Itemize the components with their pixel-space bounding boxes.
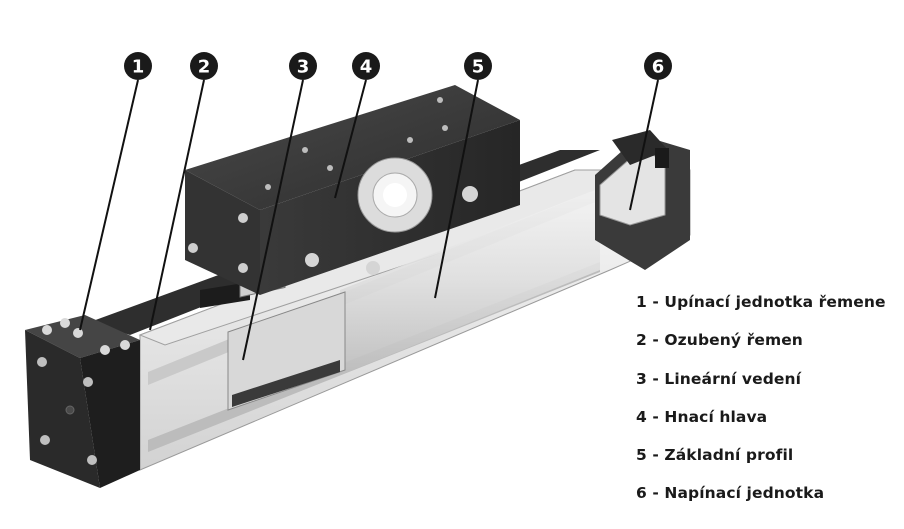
callout-6: 6: [644, 52, 672, 80]
legend-item-4: 4 - Hnací hlava: [636, 407, 768, 426]
leader-line-5: [434, 79, 479, 299]
leader-line-4: [334, 79, 367, 199]
drive-head: [185, 85, 520, 295]
callout-5: 5: [464, 52, 492, 80]
base-profile: [138, 169, 691, 471]
callout-3-number: 3: [297, 57, 310, 78]
callout-4: 4: [352, 52, 380, 80]
leader-lines: [79, 79, 659, 361]
legend-item-2: 2 - Ozubený řemen: [636, 331, 803, 350]
callout-1: 1: [124, 52, 152, 80]
callout-6-number: 6: [652, 57, 665, 78]
callout-3: 3: [289, 52, 317, 80]
legend-item-3: 3 - Lineární vedení: [636, 369, 802, 388]
callout-1-number: 1: [132, 57, 145, 78]
callout-2: 2: [190, 52, 218, 80]
parts-legend: 1 - Upínací jednotka řemene 2 - Ozubený …: [636, 288, 896, 518]
leader-line-3: [242, 79, 304, 361]
callout-5-number: 5: [472, 57, 485, 78]
legend-item-1: 1 - Upínací jednotka řemene: [636, 293, 886, 311]
legend-item-5: 5 - Základní profil: [636, 446, 794, 465]
callout-2-number: 2: [198, 57, 211, 78]
leader-line-1: [79, 79, 139, 331]
leader-line-6: [629, 79, 659, 211]
callout-4-number: 4: [360, 57, 373, 78]
tension-unit: [595, 130, 690, 270]
legend-item-6: 6 - Napínací jednotka: [636, 484, 825, 503]
leader-line-2: [149, 79, 205, 331]
belt-clamp-unit: [25, 315, 140, 488]
callout-markers: 1 2 3 4 5 6: [124, 52, 672, 80]
